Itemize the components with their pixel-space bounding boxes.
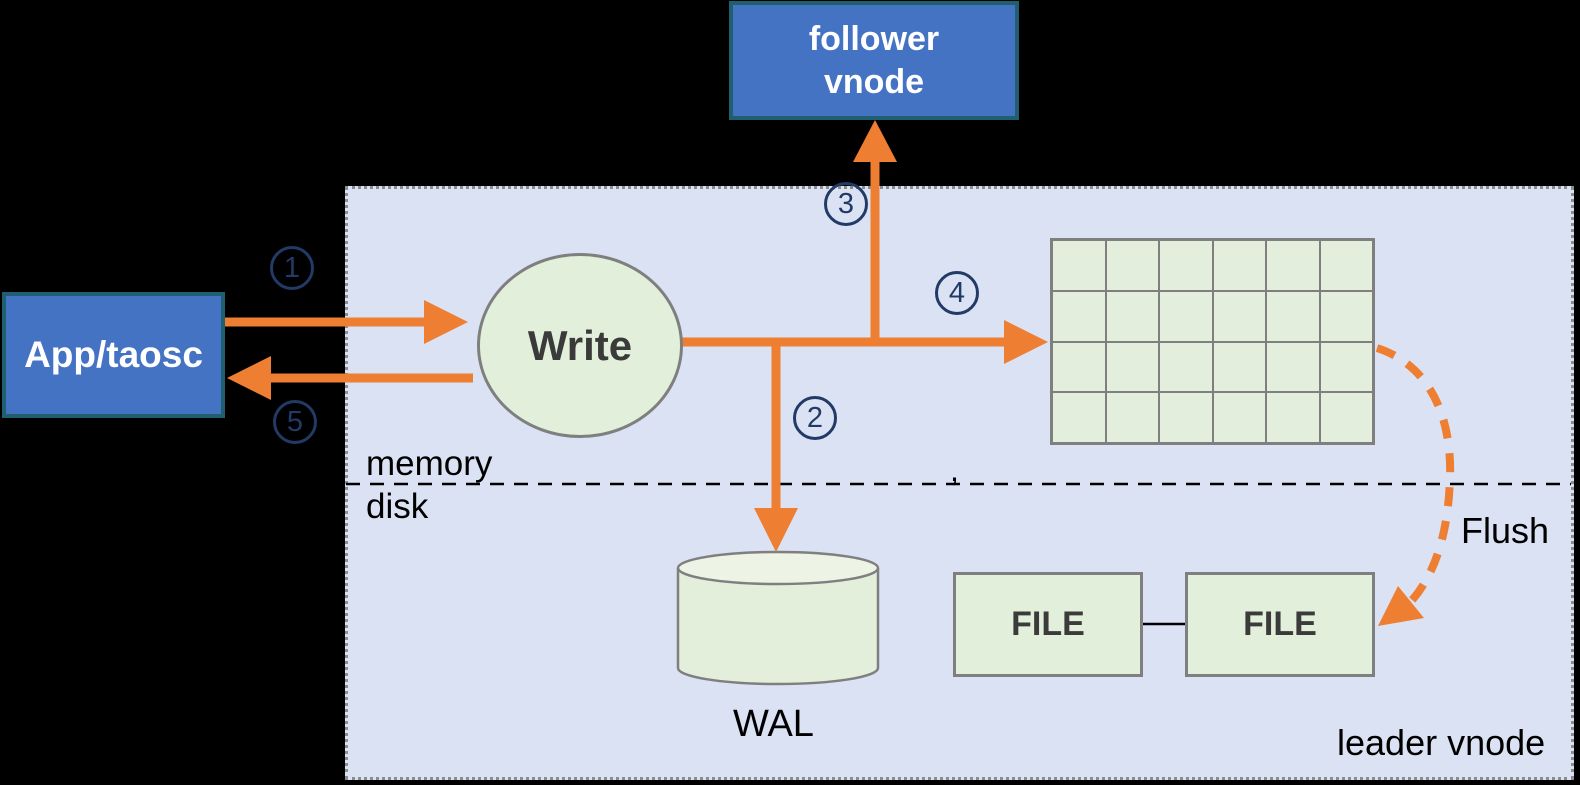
grid-cell — [1105, 240, 1159, 291]
grid-cell — [1266, 341, 1320, 393]
grid-cell — [1052, 341, 1106, 393]
step-5-badge: 5 — [273, 400, 317, 444]
flush-label: Flush — [1461, 510, 1550, 551]
grid-cell — [1212, 240, 1266, 291]
file-node-left: FILE — [953, 572, 1143, 677]
step-2-badge: 2 — [793, 396, 837, 440]
app-taosc-node: App/taosc — [2, 292, 225, 418]
arrow-step5 — [227, 356, 473, 400]
follower-vnode-label-line1: follower — [808, 20, 940, 58]
grid-cell — [1266, 392, 1320, 443]
grid-cell — [1319, 341, 1373, 393]
grid-cell — [1212, 392, 1266, 443]
arrow-step1 — [225, 300, 468, 344]
file-right-label: FILE — [1243, 605, 1317, 643]
wal-label: WAL — [733, 703, 814, 745]
grid-cell — [1105, 392, 1159, 443]
grid-cell — [1159, 240, 1213, 291]
file-left-label: FILE — [1011, 605, 1085, 643]
grid-cell — [1052, 392, 1106, 443]
flush-arrow — [1375, 344, 1455, 626]
follower-vnode-node: follower vnode — [729, 1, 1019, 120]
step-3-number: 3 — [837, 187, 855, 220]
grid-cell — [1105, 341, 1159, 393]
grid-cell — [1266, 240, 1320, 291]
step-4-badge: 4 — [935, 271, 979, 315]
app-taosc-label: App/taosc — [24, 334, 203, 375]
arrow-step3 — [853, 120, 897, 346]
step-5-number: 5 — [286, 405, 304, 438]
file-node-right: FILE — [1185, 572, 1375, 677]
grid-cell — [1052, 240, 1106, 291]
follower-vnode-label-line2: vnode — [823, 62, 925, 101]
step-1-number: 1 — [283, 251, 301, 284]
wal-cylinder-shape — [676, 550, 880, 686]
divider-comma-mark: , — [950, 452, 959, 488]
disk-label: disk — [366, 487, 429, 526]
memory-table-grid — [1050, 238, 1375, 445]
grid-cell — [1159, 341, 1213, 393]
step-1-badge: 1 — [270, 246, 314, 290]
grid-cell — [1052, 290, 1106, 342]
step-2-number: 2 — [806, 401, 824, 434]
arrow-step2 — [754, 338, 798, 552]
grid-cell — [1105, 290, 1159, 342]
grid-cell — [1319, 392, 1373, 443]
grid-cell — [1212, 341, 1266, 393]
write-label: Write — [527, 321, 633, 369]
grid-cell — [1319, 240, 1373, 291]
step-4-number: 4 — [948, 276, 966, 309]
leader-vnode-label: leader vnode — [1337, 722, 1546, 763]
grid-cell — [1266, 290, 1320, 342]
arrow-step4 — [681, 320, 1048, 364]
memory-label: memory — [366, 444, 493, 483]
grid-cell — [1159, 290, 1213, 342]
grid-cell — [1319, 290, 1373, 342]
write-process-node: Write — [477, 253, 683, 438]
grid-cell — [1212, 290, 1266, 342]
grid-cell — [1159, 392, 1213, 443]
step-3-badge: 3 — [824, 182, 868, 226]
